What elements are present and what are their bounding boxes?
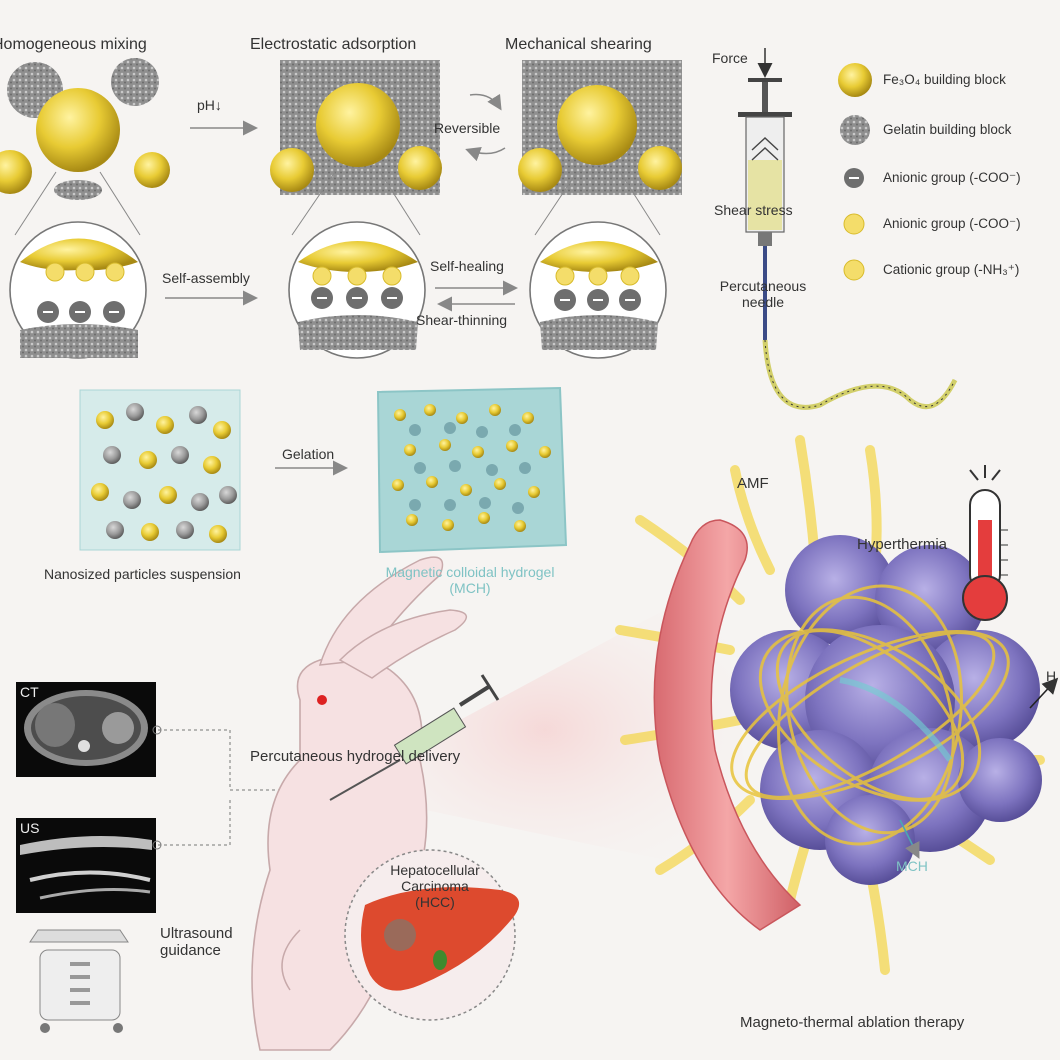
gelation-label: Gelation [282, 446, 335, 462]
reversible-label: Reversible [434, 120, 501, 136]
guidance-label-line2: guidance [160, 942, 221, 959]
anionic-yellow-icon [843, 213, 865, 235]
suspension-cube [79, 389, 241, 551]
needle-label-line2: needle [741, 294, 785, 310]
step-title-electrostatic: Electrostatic adsorption [250, 36, 417, 53]
legend-gelatin: Gelatin building block [883, 122, 1012, 137]
us-scan-image [16, 818, 156, 913]
hydrogel-cube [376, 386, 568, 554]
fe3o4-icon [838, 63, 872, 97]
gelatin-icon [840, 115, 870, 145]
hcc-label-line1: Hepatocellular [390, 862, 480, 878]
hydrogel-label-line2: (MCH) [449, 580, 491, 596]
force-label: Force [712, 50, 748, 66]
stage-electrostatic-scene [270, 60, 442, 359]
liver-magnifier [344, 849, 520, 1021]
us-label: US [20, 820, 40, 836]
self-assembly-label: Self-assembly [162, 270, 250, 286]
hcc-label-line2: Carcinoma [401, 878, 469, 894]
shear-stress-label: Shear stress [714, 202, 793, 218]
hcc-label: Hepatocellular Carcinoma (HCC) [375, 862, 495, 910]
process-arrows [165, 93, 518, 476]
delivery-label: Percutaneous hydrogel delivery [250, 748, 461, 765]
magnetic-field-loops [730, 584, 1010, 846]
self-healing-label: Self-healing [430, 258, 504, 274]
ultrasound-machine [29, 929, 129, 1033]
cationic-icon [843, 259, 865, 281]
hydrogel-label-line1: Magnetic colloidal hydrogel [385, 564, 555, 580]
hyperthermia-label: Hyperthermia [857, 536, 948, 553]
thermometer-icon [962, 465, 1008, 621]
legend-cationic: Cationic group (-NH₃⁺) [883, 262, 1020, 277]
hydrogel-label: Magnetic colloidal hydrogel (MCH) [350, 564, 590, 596]
edge-label: H [1046, 668, 1057, 684]
hcc-label-line3: (HCC) [415, 894, 455, 910]
legend-fe3o4: Fe₃O₄ building block [883, 72, 1006, 87]
guidance-label: Ultrasound guidance [160, 925, 233, 959]
needle-label-line1: Percutaneous [719, 278, 807, 294]
stage-homogeneous-scene [0, 58, 170, 359]
stage-mechanical-scene [518, 60, 682, 359]
ct-label: CT [20, 684, 39, 700]
ph-arrow-label: pH↓ [197, 97, 222, 113]
mch-label: MCH [896, 858, 928, 874]
syringe-illustration [738, 48, 958, 410]
blood-vessel [653, 519, 802, 931]
step-title-homogeneous: Homogeneous mixing [0, 36, 147, 53]
therapy-title: Magneto-thermal ablation therapy [740, 1014, 965, 1031]
legend-anionic-yellow: Anionic group (-COO⁻) [883, 216, 1021, 231]
legend-icons [838, 63, 872, 281]
shear-thinning-label: Shear-thinning [416, 312, 508, 328]
delivery-beam [330, 580, 760, 880]
step-title-mechanical: Mechanical shearing [505, 36, 652, 53]
ct-scan-image [16, 682, 156, 777]
amf-label: AMF [737, 475, 769, 492]
guidance-label-line1: Ultrasound [160, 925, 233, 942]
charge-groups [37, 262, 641, 323]
fe3o4-particle [36, 88, 120, 172]
injection-syringe [329, 674, 500, 801]
suspension-label: Nanosized particles suspension [44, 566, 241, 582]
needle-label: Percutaneous needle [708, 278, 818, 310]
legend-anionic-gray: Anionic group (-COO⁻) [883, 170, 1021, 185]
